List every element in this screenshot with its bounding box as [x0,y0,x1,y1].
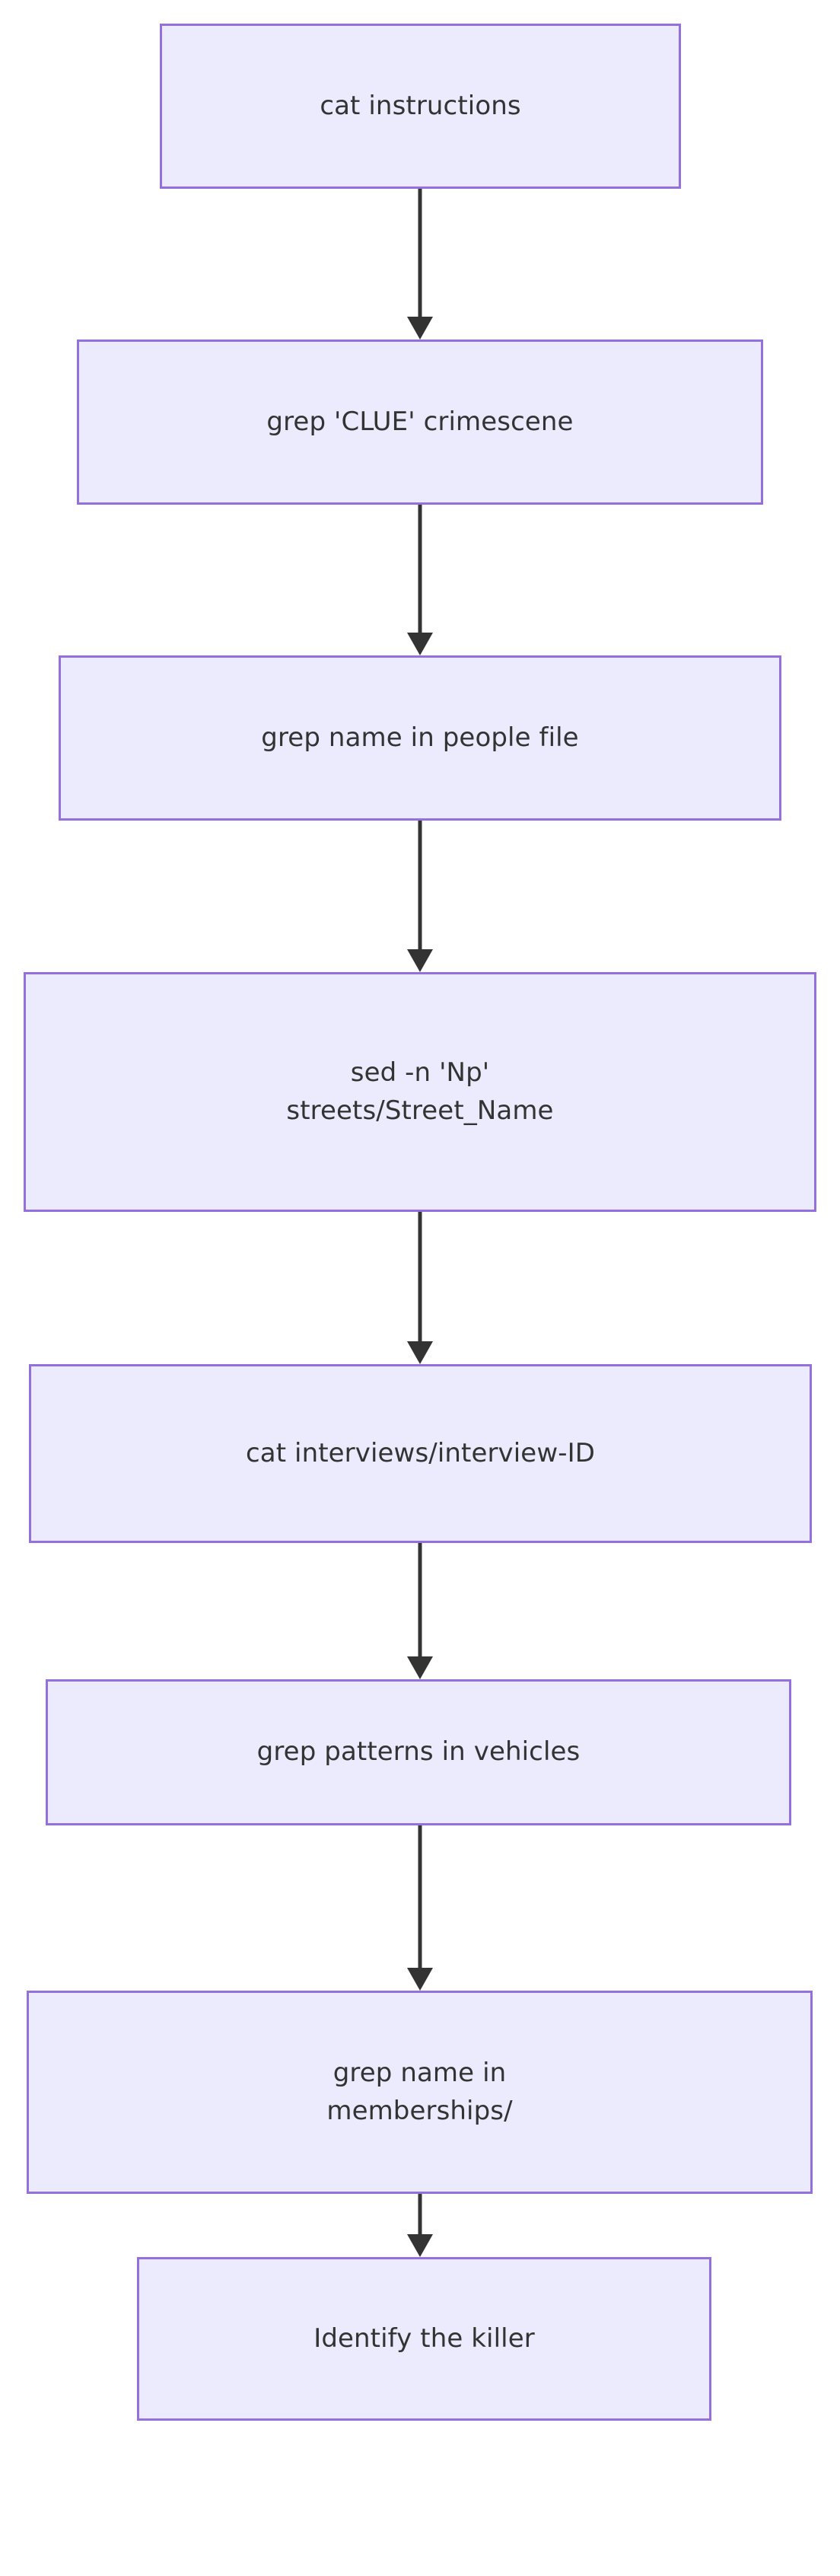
arrowhead-icon [407,949,433,972]
flowchart-node-n6[interactable]: grep patterns in vehicles [46,1679,791,1825]
flowchart-node-label: grep patterns in vehicles [256,1736,581,1768]
arrowhead-icon [407,633,433,655]
edge-n3-to-n4 [407,821,433,972]
flowchart-node-label: grep name in memberships/ [326,2058,513,2126]
edge-n7-to-n8 [407,2194,433,2257]
flowchart-node-label: grep name in people file [261,722,579,753]
arrowhead-icon [407,1656,433,1679]
edge-n5-to-n6 [407,1543,433,1679]
flowchart-node-n8[interactable]: Identify the killer [137,2257,711,2421]
flowchart-node-label: sed -n 'Np' streets/Street_Name [286,1057,554,1126]
edge-n6-to-n7 [407,1825,433,1991]
flowchart-node-n7[interactable]: grep name in memberships/ [27,1991,813,2194]
edge-n2-to-n3 [407,505,433,655]
edge-n4-to-n5 [407,1212,433,1364]
arrowhead-icon [407,2234,433,2257]
flowchart-node-n4[interactable]: sed -n 'Np' streets/Street_Name [24,972,816,1212]
arrowhead-icon [407,317,433,340]
flowchart-node-label: Identify the killer [313,2323,535,2354]
flowchart-node-label: grep 'CLUE' crimescene [266,406,574,437]
flowchart-node-label: cat instructions [320,90,521,121]
flowchart-node-n2[interactable]: grep 'CLUE' crimescene [77,340,763,505]
flowchart-node-n5[interactable]: cat interviews/interview-ID [29,1364,812,1543]
arrowhead-icon [407,1968,433,1991]
arrowhead-icon [407,1341,433,1364]
flowchart-node-n1[interactable]: cat instructions [160,24,681,189]
flowchart-node-label: cat interviews/interview-ID [245,1437,596,1468]
flowchart-node-n3[interactable]: grep name in people file [59,655,781,821]
edge-n1-to-n2 [407,189,433,340]
